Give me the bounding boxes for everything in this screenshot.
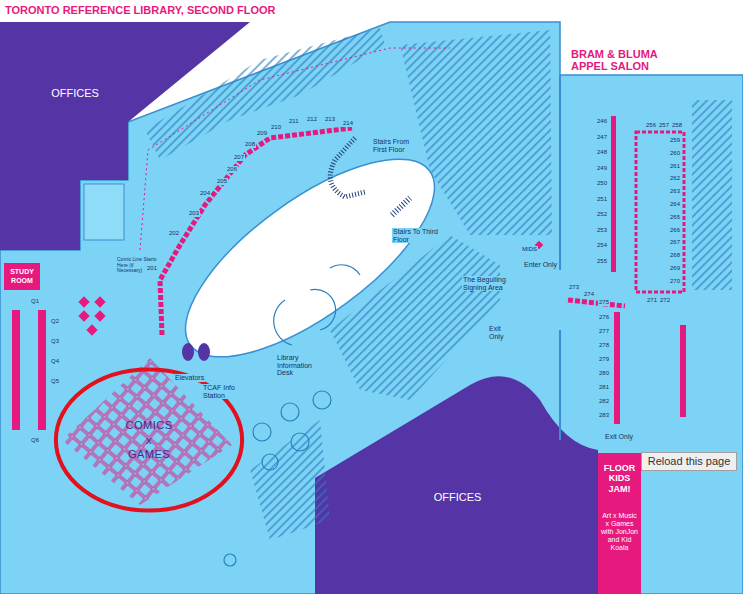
table-number: 211 bbox=[288, 118, 300, 125]
table-number: 262 bbox=[669, 175, 681, 182]
table-number: 255 bbox=[596, 258, 608, 265]
table-number: 258 bbox=[671, 122, 683, 129]
table-number: 261 bbox=[669, 163, 681, 170]
table-number: 212 bbox=[306, 116, 318, 123]
direction-label: Exit Only bbox=[488, 325, 510, 340]
table-number: 210 bbox=[270, 124, 282, 131]
table-number: Q6 bbox=[30, 437, 40, 444]
table-number: 213 bbox=[324, 116, 336, 123]
office-region: OFFICES bbox=[400, 482, 515, 512]
table-number: 264 bbox=[669, 201, 681, 208]
map-title: TORONTO REFERENCE LIBRARY, SECOND FLOOR bbox=[4, 4, 277, 16]
table-number: 276 bbox=[598, 314, 610, 321]
table-number: 248 bbox=[596, 149, 608, 156]
direction-label: Enter Only bbox=[523, 261, 558, 269]
table-number: Q2 bbox=[50, 318, 60, 325]
study-room-box: STUDY ROOM bbox=[4, 263, 40, 290]
table-number: 201 bbox=[146, 265, 158, 272]
table-number: 271 bbox=[646, 297, 658, 304]
node-body: Art x Music x Games with JonJon and Kid … bbox=[600, 512, 639, 552]
table-number: 205 bbox=[216, 178, 228, 185]
table-number: 204 bbox=[199, 190, 211, 197]
table-number: 269 bbox=[669, 265, 681, 272]
table-number: 278 bbox=[598, 342, 610, 349]
table-number: 270 bbox=[669, 278, 681, 285]
node-heading: COMICS x GAMES bbox=[126, 418, 173, 463]
stair-label: Stairs To Third Floor bbox=[392, 228, 440, 243]
table-number: 249 bbox=[596, 165, 608, 172]
table-number: 266 bbox=[669, 227, 681, 234]
table-number: 268 bbox=[669, 252, 681, 259]
table-number: 257 bbox=[658, 122, 670, 129]
office-region: OFFICES bbox=[20, 78, 130, 108]
facility-label: Library Information Desk bbox=[276, 354, 320, 377]
table-number: 267 bbox=[669, 239, 681, 246]
table-number: Q3 bbox=[50, 338, 60, 345]
table-number: 209 bbox=[256, 130, 268, 137]
room-name: BRAM & BLUMA APPEL SALON bbox=[570, 48, 682, 72]
table-number: 265 bbox=[669, 214, 681, 221]
table-number: 214 bbox=[342, 120, 354, 127]
table-number: 206 bbox=[226, 166, 238, 173]
table-number: 253 bbox=[596, 227, 608, 234]
node-heading: STUDY ROOM bbox=[6, 268, 38, 284]
node-heading: OFFICES bbox=[51, 87, 99, 100]
node-heading: FLOOR KIDS JAM! bbox=[600, 463, 639, 494]
table-number: 254 bbox=[596, 242, 608, 249]
table-number: Q1 bbox=[30, 298, 40, 305]
table-number: 282 bbox=[598, 398, 610, 405]
table-number: 252 bbox=[596, 211, 608, 218]
stair-label: Stairs From First Floor bbox=[372, 138, 420, 153]
table-number: Q5 bbox=[50, 378, 60, 385]
table-number: 251 bbox=[596, 196, 608, 203]
table-number: 280 bbox=[598, 370, 610, 377]
table-number: 275 bbox=[598, 299, 610, 306]
table-number: Q4 bbox=[50, 358, 60, 365]
table-number: 203 bbox=[188, 210, 200, 217]
table-number: 281 bbox=[598, 384, 610, 391]
table-number: 263 bbox=[669, 188, 681, 195]
table-number: 277 bbox=[598, 328, 610, 335]
area-label: The Beguiling Signing Area bbox=[462, 276, 520, 291]
table-number: 247 bbox=[596, 134, 608, 141]
table-number: 283 bbox=[598, 412, 610, 419]
table-number: 246 bbox=[596, 118, 608, 125]
tooltip-box: Reload this page bbox=[641, 452, 737, 471]
table-number: 207 bbox=[233, 154, 245, 161]
table-number: 274 bbox=[583, 291, 595, 298]
facility-label: Elevators bbox=[174, 374, 205, 382]
area-label: MIDS bbox=[521, 246, 538, 253]
table-number: 256 bbox=[645, 122, 657, 129]
table-number: 272 bbox=[659, 297, 671, 304]
table-number: 279 bbox=[598, 356, 610, 363]
node-heading: OFFICES bbox=[434, 491, 482, 504]
table-number: 208 bbox=[244, 141, 256, 148]
table-number: 250 bbox=[596, 180, 608, 187]
table-number: 202 bbox=[168, 230, 180, 237]
node-heading: Reload this page bbox=[648, 455, 731, 468]
table-number: 260 bbox=[669, 150, 681, 157]
direction-label: Exit Only bbox=[604, 433, 634, 441]
event-panel: FLOOR KIDS JAM! Art x Music x Games with … bbox=[598, 453, 641, 594]
table-number: 273 bbox=[568, 284, 580, 291]
facility-label: TCAF Info Station bbox=[202, 384, 242, 399]
table-number: 259 bbox=[669, 137, 681, 144]
